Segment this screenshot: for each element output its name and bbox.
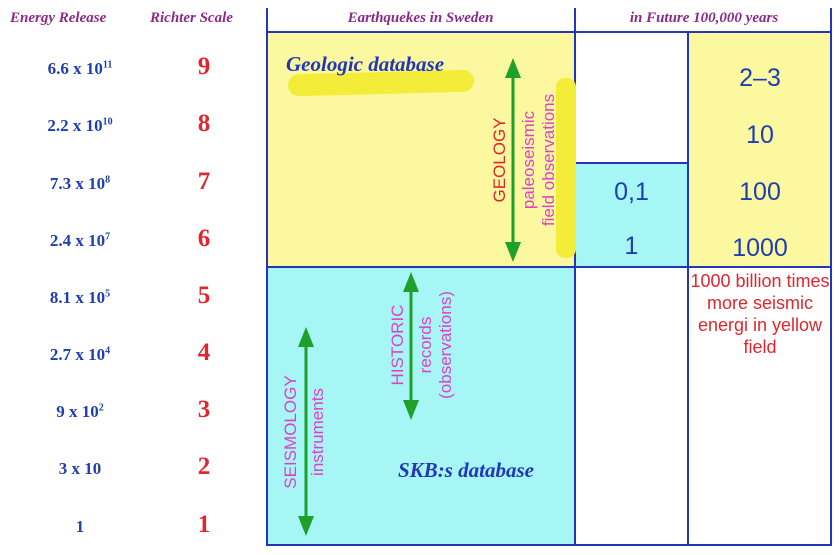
richter-value: 4 [197,339,211,366]
richter-value: 5 [197,282,211,309]
energy-base: 8.1 x 10 [49,288,106,307]
energy-exponent: 2 [98,402,104,414]
historic-label: HISTORIC [388,304,407,386]
energy-value: 7.3 x 108 [0,174,160,194]
energy-value: 8.1 x 105 [0,288,160,308]
richter-value: 2 [197,453,211,480]
seismology-label: SEISMOLOGY [281,375,300,489]
geologic-database-title: Geologic database [286,52,445,76]
energy-base: 7.3 x 10 [49,174,106,193]
richter-value: 6 [197,225,211,252]
future-col2-value: 10 [746,121,774,149]
seismology-description: instruments [308,388,327,476]
grid-future-divider [687,31,689,546]
historic-description: records(observations) [416,291,455,399]
richter-value: 3 [197,396,211,423]
future-col2-value: 1000 [732,234,788,262]
richter-value: 9 [197,53,211,80]
skb-region [267,267,574,544]
energy-note: 1000 billion times more seismic energi i… [690,271,830,357]
energy-base: 6.6 x 10 [47,59,103,78]
energy-base: 2.7 x 10 [49,345,106,364]
grid-bottom-line [267,544,832,546]
future-col1-value: 1 [624,232,639,260]
geology-label: GEOLOGY [490,117,509,203]
richter-value: 7 [197,168,211,195]
energy-base: 1 [75,517,85,536]
energy-value: 2.2 x 1010 [0,116,160,136]
header-earthquakes-sweden: Earthquekes in Sweden [347,10,494,26]
richter-value: 1 [197,511,211,538]
future-col1-region [576,163,687,266]
grid-top-line [267,31,832,33]
energy-value: 1 [0,517,160,537]
energy-base: 2.2 x 10 [47,116,103,135]
energy-value: 9 x 102 [0,402,160,422]
energy-exponent: 4 [105,345,111,357]
energy-exponent: 11 [102,59,113,71]
future-col2-value: 100 [739,178,781,206]
header-energy-release: Energy Release [10,10,107,26]
grid-future-line [576,162,688,164]
future-col2-region [688,33,832,266]
header-richter-scale: Richter Scale [150,10,233,26]
grid-left-line [266,8,268,546]
header-future: in Future 100,000 years [629,10,779,26]
energy-exponent: 8 [105,174,111,186]
highlight-vertical [556,78,576,258]
geology-arrow [505,58,521,262]
energy-base: 9 x 10 [56,402,99,421]
skb-database-title: SKB:s database [398,458,534,482]
energy-value: 6.6 x 1011 [0,59,160,79]
energy-value: 3 x 10 [0,459,160,479]
energy-base: 3 x 10 [58,459,102,478]
future-col2-value: 2–3 [739,64,781,92]
richter-value: 8 [197,110,211,137]
seismology-arrow [298,327,314,536]
energy-exponent: 5 [105,288,111,300]
energy-value: 2.4 x 107 [0,231,160,251]
energy-value: 2.7 x 104 [0,345,160,365]
energy-base: 2.4 x 10 [49,231,106,250]
grid-mid-line [267,266,832,268]
energy-exponent: 7 [105,231,111,243]
grid-right-line [830,8,832,546]
grid-divider-line [574,8,576,546]
future-col1-value: 0,1 [614,178,649,206]
energy-exponent: 10 [102,116,113,128]
historic-arrow [403,272,419,420]
